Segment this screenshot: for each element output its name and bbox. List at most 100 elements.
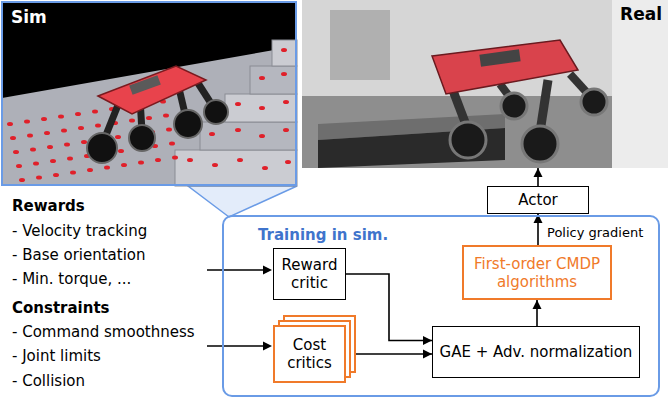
robot-wheel	[581, 89, 607, 115]
node-text: First-order CMDP algorithms	[469, 255, 605, 291]
sim-floor	[2, 46, 297, 186]
scan-dot	[67, 157, 73, 161]
scan-dot	[19, 178, 25, 182]
list-heading: Constraints	[12, 299, 110, 317]
scan-dot	[259, 134, 265, 138]
node-text: Real	[620, 4, 662, 24]
robot-body	[98, 66, 206, 114]
scan-dot	[118, 149, 124, 153]
photo-shelf	[330, 10, 390, 80]
scan-dot	[259, 106, 265, 110]
scan-dot	[104, 166, 110, 170]
arrow-head	[263, 266, 272, 275]
scan-dot	[129, 119, 135, 123]
scan-dot	[166, 128, 172, 132]
sim-panel: Sim	[1, 1, 297, 186]
arrow-head	[423, 350, 432, 359]
scan-dot	[209, 132, 215, 136]
scan-dot	[78, 126, 84, 130]
scan-dot	[47, 145, 53, 149]
list-item: - Collision	[12, 372, 85, 390]
list-item: - Velocity tracking	[12, 222, 147, 240]
scan-dot	[75, 112, 81, 116]
arrow-head	[533, 300, 542, 309]
connector-arrow	[346, 274, 432, 345]
height-scan-dots	[7, 48, 291, 182]
arrow-head	[534, 168, 543, 177]
sim-step	[272, 40, 297, 66]
robot-sensor	[479, 49, 520, 66]
actor-box: Actor	[487, 186, 589, 214]
scan-dot	[44, 131, 50, 135]
robot-wheel	[522, 126, 558, 162]
list-item: - Base orientation	[12, 246, 146, 264]
photo-background	[302, 0, 668, 168]
scan-dot	[95, 124, 101, 128]
scan-dot	[53, 173, 59, 177]
real-photo	[302, 0, 668, 168]
list-item: - Joint limits	[12, 347, 101, 365]
scan-dot	[7, 122, 13, 126]
scan-dot	[187, 158, 193, 162]
arrow-head	[423, 336, 432, 345]
connector-arrow	[534, 168, 543, 186]
training-region: Training in sim. Reward criticCost critic…	[222, 215, 660, 397]
scan-dot	[155, 158, 161, 162]
scan-dot	[235, 102, 241, 106]
robot-wheel	[129, 125, 155, 151]
scan-dot	[283, 128, 289, 132]
robot-wheel	[174, 110, 202, 138]
scan-dot	[70, 171, 76, 175]
gae-box: GAE + Adv. normalization	[432, 326, 640, 378]
connector-arrow	[533, 300, 542, 326]
scan-dot	[121, 163, 127, 167]
node-text: GAE + Adv. normalization	[440, 343, 633, 361]
sim-robot	[87, 66, 228, 163]
photo-pillar	[612, 0, 668, 168]
scan-dot	[285, 160, 291, 164]
connector-arrow	[534, 214, 543, 245]
robot-wheel	[87, 133, 117, 163]
scan-dot	[41, 117, 47, 121]
arrow-line	[207, 345, 264, 347]
scan-dot	[61, 129, 67, 133]
scan-dot	[13, 150, 19, 154]
robot-leg	[540, 80, 548, 132]
robot-wheel	[501, 93, 527, 119]
real-panel: Real	[302, 0, 668, 168]
node-text: Reward critic	[279, 256, 340, 292]
node-text: Sim	[11, 7, 47, 27]
scan-dot	[33, 162, 39, 166]
scan-dot	[235, 128, 241, 132]
node-text: Training in sim.	[258, 226, 388, 244]
scan-dot	[172, 156, 178, 160]
list-heading: Rewards	[12, 197, 85, 215]
scan-dot	[146, 116, 152, 120]
node-text: Actor	[518, 191, 557, 209]
scan-dot	[10, 136, 16, 140]
scan-dot	[64, 143, 70, 147]
scan-dot	[283, 100, 289, 104]
scan-dot	[30, 148, 36, 152]
scan-dot	[212, 163, 218, 167]
scan-dot	[50, 159, 56, 163]
sim-step	[175, 150, 297, 186]
sim-step	[200, 122, 297, 150]
list-item: - Min. torque, ...	[12, 270, 131, 288]
scan-dot	[27, 134, 33, 138]
connector-arrow	[346, 350, 432, 359]
scan-dot	[81, 140, 87, 144]
node-text: Cost critics	[278, 336, 341, 372]
arrow-head	[263, 342, 272, 351]
scan-dot	[281, 48, 287, 52]
input-arrow	[207, 266, 272, 275]
sim-picture	[2, 2, 297, 186]
reward-critic-box: Reward critic	[273, 248, 346, 300]
scan-dot	[138, 161, 144, 165]
zoom-wedge	[188, 186, 297, 217]
robot-wheel	[204, 100, 228, 124]
scan-dot	[87, 168, 93, 172]
connector-line	[346, 274, 432, 341]
robot-body	[432, 40, 578, 94]
real-robot	[432, 40, 607, 162]
